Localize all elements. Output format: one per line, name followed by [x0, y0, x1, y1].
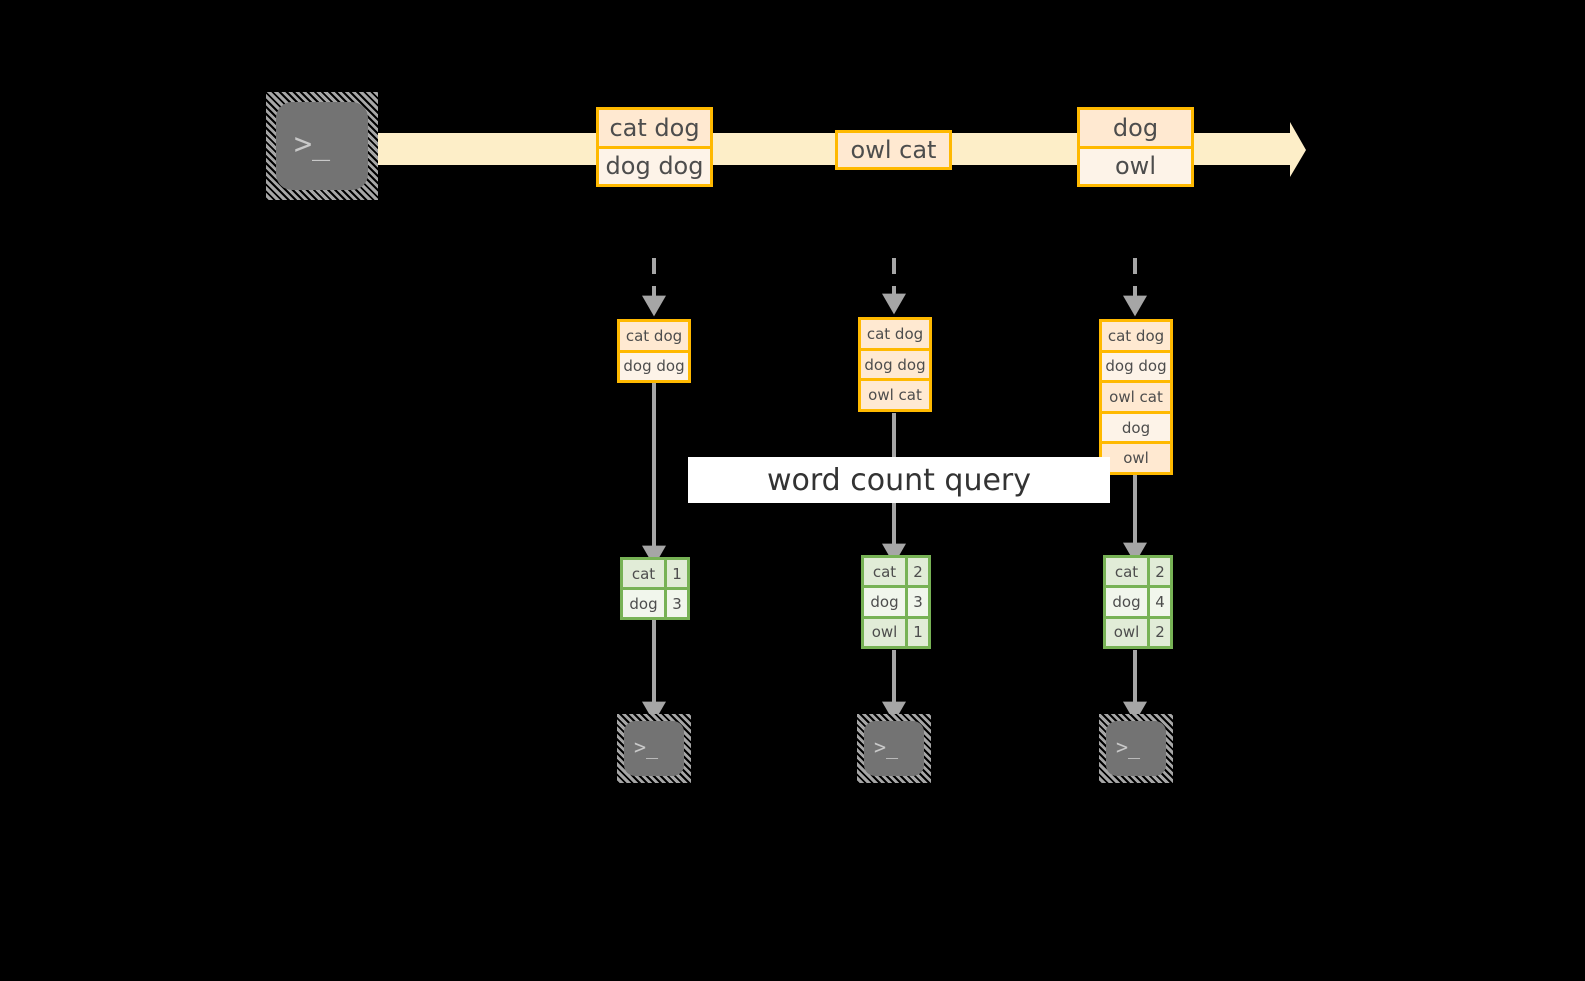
- snapshot-2-result-word-3: owl: [864, 618, 908, 646]
- source-terminal-prompt-glyph: >_: [294, 127, 331, 162]
- snapshot-3-result-word-3: owl: [1106, 618, 1150, 646]
- snapshot-2-line-1: cat dog: [861, 320, 929, 348]
- snapshot-3-result-table: cat 2 dog 4 owl 2: [1103, 555, 1173, 649]
- snapshot-3-line-3: owl cat: [1102, 380, 1170, 411]
- snapshot-1-sink-prompt-glyph: >_: [634, 735, 659, 759]
- snapshot-2-sink-prompt-glyph: >_: [874, 735, 899, 759]
- table-row: owl 2: [1106, 615, 1170, 646]
- table-row: dog 4: [1106, 585, 1170, 616]
- snapshot-1-sink-terminal-icon: >_: [617, 714, 691, 783]
- snapshot-2-result-count-3: 1: [908, 618, 928, 646]
- snapshot-2-result-count-2: 3: [908, 588, 928, 616]
- snapshot-1-sink-terminal-body: >_: [624, 721, 684, 776]
- stream-event-2: owl cat: [835, 130, 952, 170]
- snapshot-3-result-word-2: dog: [1106, 588, 1150, 616]
- snapshot-3-box: cat dog dog dog owl cat dog owl: [1099, 319, 1173, 475]
- snapshot-3-line-5: owl: [1102, 441, 1170, 472]
- snapshot-3-line-4: dog: [1102, 410, 1170, 442]
- snapshot-3-line-1: cat dog: [1102, 322, 1170, 350]
- snapshot-2-result-word-1: cat: [864, 558, 908, 586]
- snapshot-2-sink-terminal-icon: >_: [857, 714, 931, 783]
- table-row: dog 3: [623, 587, 687, 617]
- snapshot-3-sink-terminal-body: >_: [1106, 721, 1166, 776]
- snapshot-3-result-count-1: 2: [1150, 558, 1170, 586]
- snapshot-1-line-2: dog dog: [620, 349, 688, 380]
- snapshot-2-box: cat dog dog dog owl cat: [858, 317, 932, 412]
- snapshot-3-result-word-1: cat: [1106, 558, 1150, 586]
- table-row: owl 1: [864, 615, 928, 646]
- stream-event-3-line-1: dog: [1080, 110, 1191, 146]
- snapshot-2-result-count-1: 2: [908, 558, 928, 586]
- snapshot-3-result-count-3: 2: [1150, 618, 1170, 646]
- stream-event-1-line-1: cat dog: [599, 110, 710, 146]
- snapshot-1-result-table: cat 1 dog 3: [620, 557, 690, 620]
- snapshot-1-result-word-1: cat: [623, 560, 667, 587]
- stream-event-1-line-2: dog dog: [599, 145, 710, 184]
- stream-event-3: dog owl: [1077, 107, 1194, 187]
- stream-event-1: cat dog dog dog: [596, 107, 713, 187]
- snapshot-2-result-table: cat 2 dog 3 owl 1: [861, 555, 931, 649]
- table-row: cat 2: [1106, 558, 1170, 586]
- stream-event-3-line-2: owl: [1080, 145, 1191, 184]
- snapshot-1-result-count-1: 1: [667, 560, 687, 587]
- snapshot-2-sink-terminal-body: >_: [864, 721, 924, 776]
- table-row: cat 1: [623, 560, 687, 587]
- snapshot-1-line-1: cat dog: [620, 322, 688, 350]
- snapshot-1-box: cat dog dog dog: [617, 319, 691, 383]
- word-count-query-banner-label: word count query: [766, 462, 1032, 498]
- snapshot-3-sink-prompt-glyph: >_: [1116, 735, 1141, 759]
- snapshot-3-sink-terminal-icon: >_: [1099, 714, 1173, 783]
- result-sink-arrows: [642, 620, 1147, 723]
- snapshot-1-result-count-2: 3: [667, 590, 687, 617]
- source-terminal-icon: >_: [266, 92, 378, 200]
- source-terminal-body: >_: [276, 102, 368, 190]
- snapshot-2-result-word-2: dog: [864, 588, 908, 616]
- snapshot-3-line-2: dog dog: [1102, 349, 1170, 381]
- snapshot-tap-arrows: [642, 258, 1147, 317]
- snapshot-2-line-2: dog dog: [861, 347, 929, 379]
- snapshot-1-result-word-2: dog: [623, 590, 667, 617]
- snapshot-3-result-count-2: 4: [1150, 588, 1170, 616]
- table-row: dog 3: [864, 585, 928, 616]
- table-row: cat 2: [864, 558, 928, 586]
- word-count-query-banner: word count query: [688, 457, 1110, 503]
- snapshot-2-line-3: owl cat: [861, 378, 929, 410]
- stream-event-2-line-1: owl cat: [838, 133, 949, 167]
